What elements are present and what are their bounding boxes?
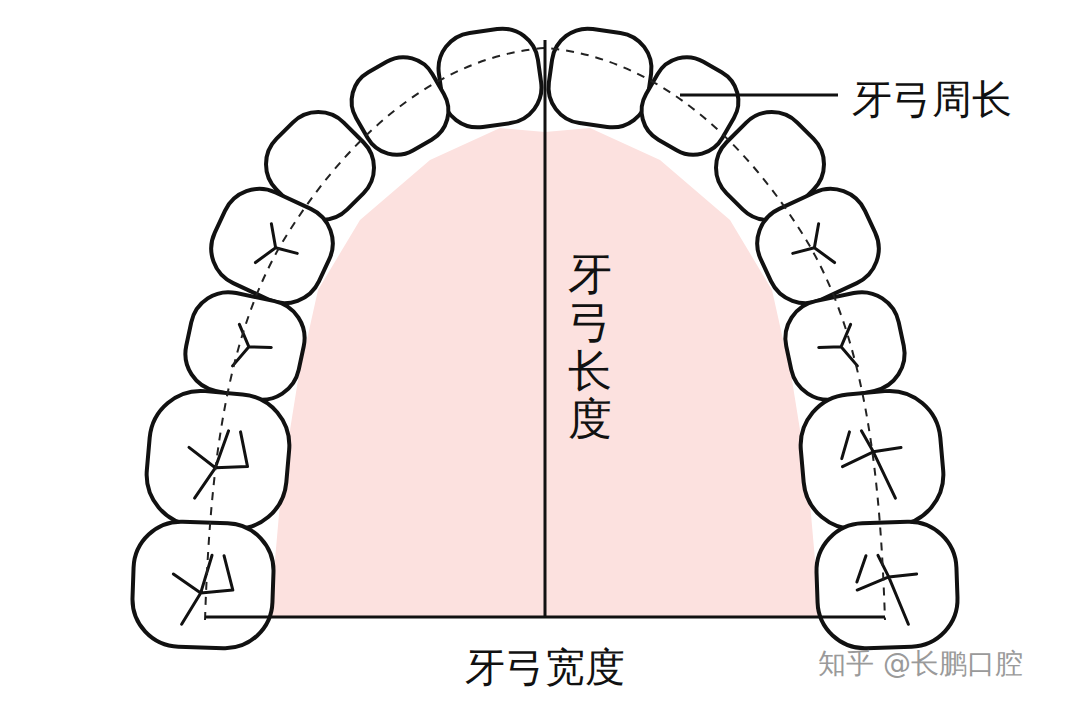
tooth-fissure xyxy=(172,554,234,626)
tooth-outline xyxy=(142,387,293,534)
perimeter-label: 牙弓周长 xyxy=(852,72,1012,127)
leader-line xyxy=(680,94,838,97)
tooth-fissure xyxy=(815,324,859,373)
tooth xyxy=(544,24,656,132)
tooth-outline xyxy=(796,387,947,534)
tooth xyxy=(778,285,911,407)
tooth-fissure xyxy=(856,554,918,626)
tooth xyxy=(796,387,947,534)
length-label: 牙弓长度 xyxy=(568,250,612,444)
teeth xyxy=(131,24,959,650)
tooth-outline xyxy=(815,520,959,650)
watermark: 知乎 @长鹏口腔 xyxy=(818,645,1023,683)
tooth-outline xyxy=(434,24,546,132)
arch-width-line xyxy=(205,616,885,619)
tooth xyxy=(131,520,275,650)
arch-length-line xyxy=(544,40,547,617)
tooth-fissure xyxy=(185,427,251,502)
tooth-outline xyxy=(778,285,911,407)
tooth xyxy=(142,387,293,534)
tooth-outline xyxy=(131,520,275,650)
tooth xyxy=(815,520,959,650)
tooth-outline xyxy=(544,24,656,132)
tooth xyxy=(178,285,311,407)
tooth-fissure xyxy=(786,224,836,277)
width-label: 牙弓宽度 xyxy=(465,640,625,695)
tooth-fissure xyxy=(231,324,275,373)
tooth-fissure xyxy=(839,427,905,502)
tooth-outline xyxy=(178,285,311,407)
tooth xyxy=(434,24,546,132)
